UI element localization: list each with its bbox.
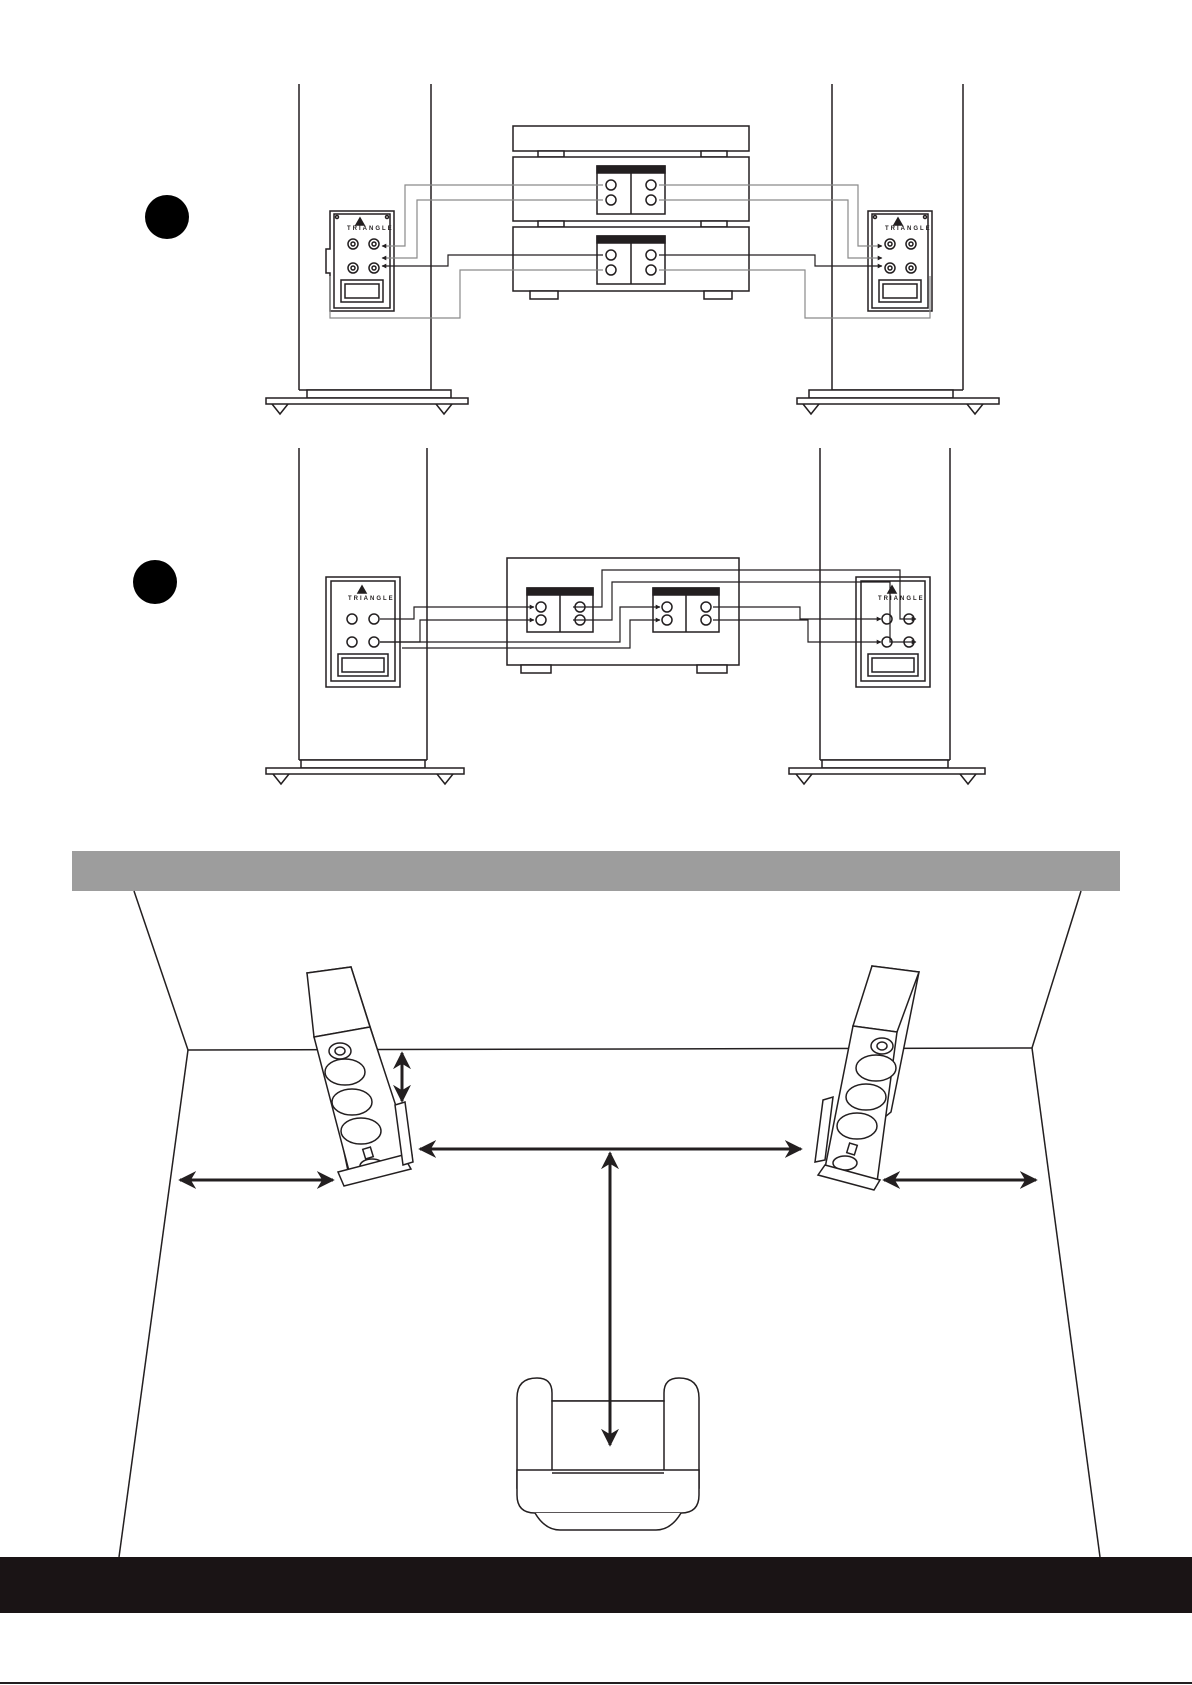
figure-2-marker-icon	[133, 560, 177, 604]
right-speaker-rear	[789, 448, 985, 784]
left-speaker-rear	[266, 448, 464, 784]
stereo-amplifier	[507, 558, 739, 673]
figure-bi-amplification: TRIANGLE TRIANGLE	[145, 84, 999, 414]
left-floorstanding-speaker-icon	[307, 967, 413, 1186]
figure-bi-wiring: TRIANGLE TRIANGLE	[133, 448, 985, 784]
right-floorstanding-speaker-icon	[815, 966, 919, 1190]
left-speaker-rear	[266, 84, 468, 414]
right-speaker-brand: TRIANGLE	[885, 226, 932, 232]
right-speaker-rear	[797, 84, 999, 414]
listening-room-diagram	[119, 891, 1100, 1557]
left-speaker-brand: TRIANGLE	[347, 226, 394, 232]
armchair-icon	[517, 1378, 699, 1530]
right-speaker-brand: TRIANGLE	[878, 596, 925, 602]
section-header-band	[72, 851, 1120, 891]
footer-band	[0, 1557, 1192, 1613]
figure-1-marker-icon	[145, 195, 189, 239]
distance-arrows	[180, 1053, 1036, 1445]
amplifier-stack	[513, 126, 749, 299]
left-speaker-brand: TRIANGLE	[348, 596, 395, 602]
